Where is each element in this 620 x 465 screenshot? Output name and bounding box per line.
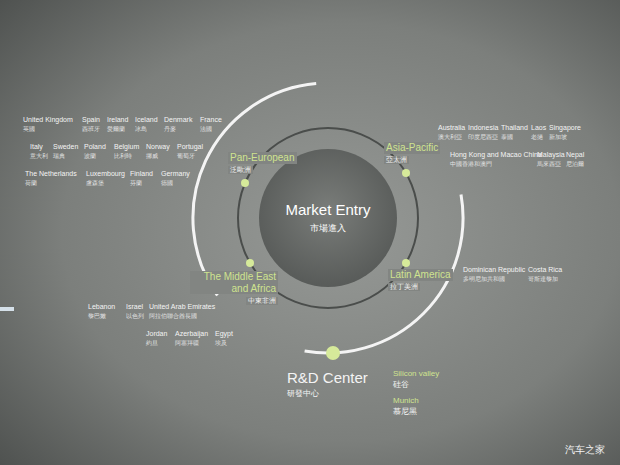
country-name-zh: 英國 (23, 126, 35, 132)
country-name: Norway (146, 143, 170, 151)
country-name-zh: 埃及 (215, 340, 227, 346)
country-name-zh: 挪威 (146, 153, 158, 159)
country-name: Azerbaijan (175, 330, 208, 338)
country-name: France (200, 116, 222, 124)
country-name: Laos (531, 124, 546, 132)
center-circle: Market Entry 市場進入 (258, 148, 398, 288)
country-name-zh: 阿塞拜疆 (175, 340, 199, 346)
country-name-zh: 馬來西亞 (537, 161, 561, 167)
country-name: Singapore (549, 124, 581, 132)
country-name-zh: 尼泊爾 (566, 161, 584, 167)
region-name-zh: 亞太洲 (384, 156, 409, 164)
country-name-zh: 比利時 (114, 153, 132, 159)
country-name: Finland (130, 170, 153, 178)
country-name-zh: 葡萄牙 (177, 153, 195, 159)
circle-outline (258, 148, 398, 288)
country-name-zh: 荷蘭 (25, 180, 37, 186)
country-name-zh: 中國香港和澳門 (450, 161, 492, 167)
country-name-zh: 以色列 (126, 313, 144, 319)
country-name: The Netherlands (25, 170, 77, 178)
region-dot (402, 169, 410, 177)
country-name-zh: 愛爾蘭 (107, 126, 125, 132)
country-name-zh: 哥斯達黎加 (528, 276, 558, 282)
country-name-zh: 約旦 (146, 340, 158, 346)
region-name-zh: 中東非洲 (246, 297, 278, 305)
country-name-zh: 泰國 (501, 134, 513, 140)
country-name: Indonesia (468, 124, 498, 132)
country-name-zh: 波蘭 (84, 153, 96, 159)
rd-site-zh: 慕尼黑 (393, 407, 417, 416)
circle-fill (259, 149, 397, 287)
country-name: Lebanon (88, 303, 115, 311)
region-dot (246, 259, 254, 267)
country-name-zh: 澳大利亞 (438, 134, 462, 140)
rd-title: R&D Center (287, 369, 368, 386)
rd-dot (326, 346, 340, 360)
watermark: 汽车之家 (565, 444, 605, 456)
country-name: Australia (438, 124, 465, 132)
country-name: Costa Rica (528, 266, 562, 274)
country-name: Sweden (53, 143, 78, 151)
country-name-zh: 印度尼西亞 (468, 134, 498, 140)
country-name: Hong Kong and Macao China (450, 151, 542, 159)
rd-site: Silicon valley (393, 369, 439, 378)
country-name-zh: 芬蘭 (130, 180, 142, 186)
country-name-zh: 西班牙 (82, 126, 100, 132)
country-name-zh: 老撾 (531, 134, 543, 140)
region-name-zh: 拉丁美洲 (388, 283, 420, 291)
country-name: Egypt (215, 330, 233, 338)
country-name: Malaysia (537, 151, 565, 159)
light-streak (0, 307, 14, 311)
country-name: United Arab Emirates (149, 303, 215, 311)
country-name: Ireland (107, 116, 128, 124)
country-name-zh: 黎巴嫩 (88, 313, 106, 319)
country-name: Israel (126, 303, 143, 311)
country-name-zh: 多明尼加共和國 (463, 276, 505, 282)
country-name: Poland (84, 143, 106, 151)
rd-title-zh: 研發中心 (287, 389, 319, 398)
country-name-zh: 意大利 (30, 153, 48, 159)
country-name: Iceland (135, 116, 158, 124)
country-name: Jordan (146, 330, 167, 338)
country-name: Thailand (501, 124, 528, 132)
region-name: Latin America (388, 269, 453, 281)
country-name: Portugal (177, 143, 203, 151)
country-name: United Kingdom (23, 116, 73, 124)
country-name-zh: 法國 (200, 126, 212, 132)
rd-site: Munich (393, 396, 419, 405)
country-name-zh: 德國 (161, 180, 173, 186)
country-name: Spain (82, 116, 100, 124)
country-name-zh: 盧森堡 (86, 180, 104, 186)
region-name: Asia-Pacific (384, 142, 440, 154)
center-title: Market Entry (285, 201, 370, 218)
region-name: The Middle East and Africa (190, 271, 278, 294)
country-name: Belgium (114, 143, 139, 151)
country-name-zh: 冰島 (135, 126, 147, 132)
region-dot (402, 259, 410, 267)
center-subtitle: 市場進入 (310, 222, 346, 235)
region-dot (241, 179, 249, 187)
country-name: Germany (161, 170, 190, 178)
country-name-zh: 丹麥 (164, 126, 176, 132)
country-name-zh: 阿拉伯聯合酋長國 (149, 313, 197, 319)
region-name-zh: 泛歐洲 (228, 166, 253, 174)
country-name: Dominican Republic (463, 266, 525, 274)
country-name: Denmark (164, 116, 192, 124)
region-name: Pan-European (228, 152, 297, 164)
rd-site-zh: 硅谷 (393, 380, 409, 389)
country-name: Italy (30, 143, 43, 151)
country-name-zh: 新加坡 (549, 134, 567, 140)
country-name: Nepal (566, 151, 584, 159)
country-name: Luxembourg (86, 170, 125, 178)
country-name-zh: 瑞典 (53, 153, 65, 159)
